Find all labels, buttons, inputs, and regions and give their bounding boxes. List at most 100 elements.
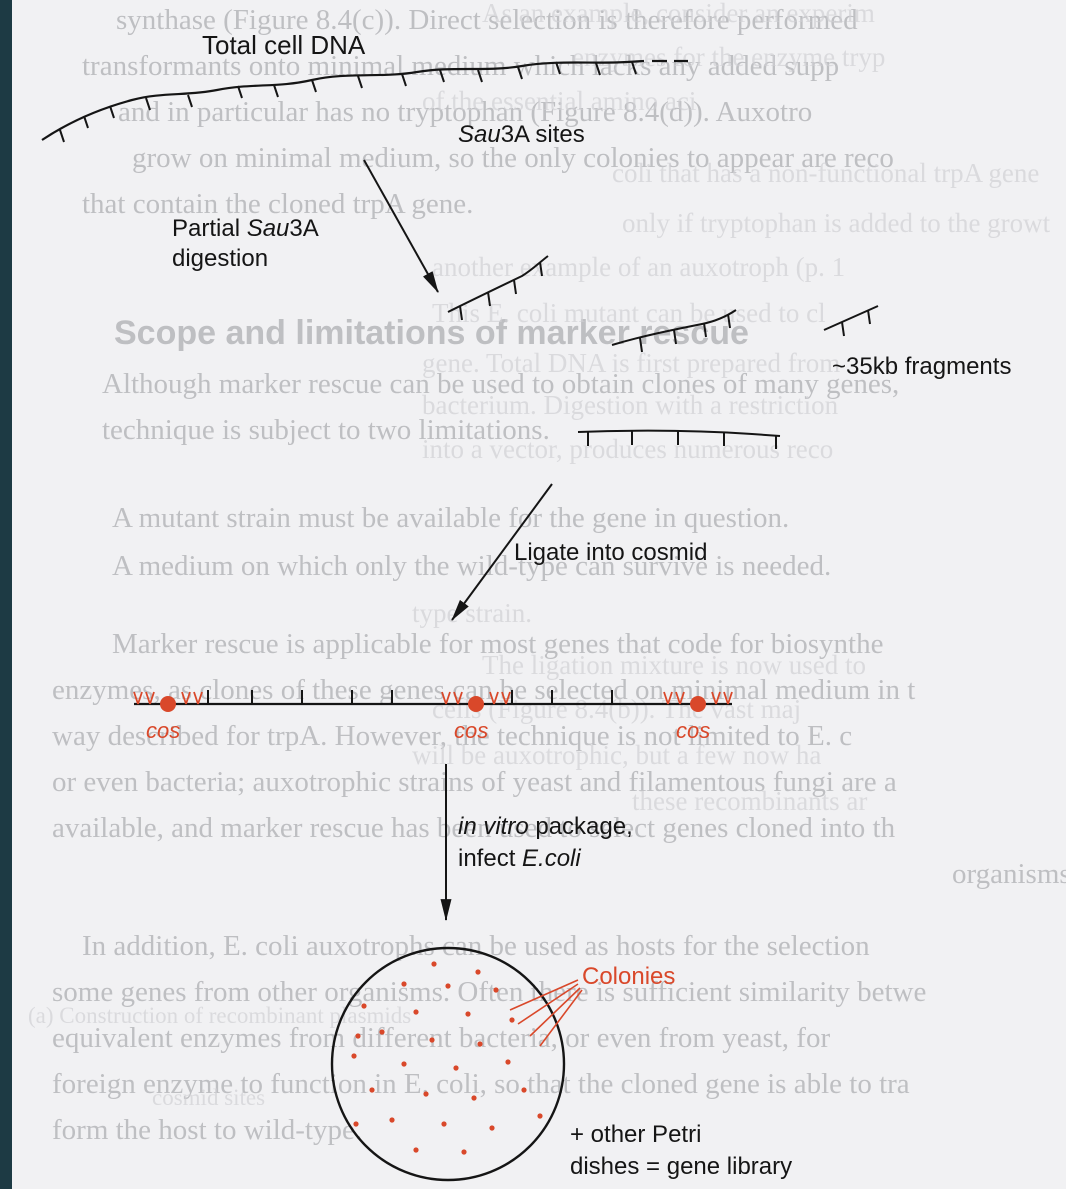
colony-dot [537, 1113, 542, 1118]
label-package-line1: in vitro package, [458, 813, 633, 840]
label-sau3a-sites: Sau3A sites [458, 121, 585, 148]
fragment-tick [704, 323, 706, 337]
cos-end-mark [458, 692, 462, 704]
cosmid-cloning-diagram: Total cell DNA Sau3A sites Partial Sau3A… [12, 0, 1066, 1189]
label-partial-digestion-line2: digestion [172, 245, 268, 272]
cos-end-mark [728, 692, 732, 704]
label-cos-2: cos [454, 718, 488, 743]
colony-dot [379, 1029, 384, 1034]
colony-pointer-lines [510, 980, 582, 1046]
colony-dot [401, 1061, 406, 1066]
cosmid-concatemer [134, 690, 732, 712]
colony-dot [423, 1091, 428, 1096]
sau3a-site-tick [84, 116, 88, 128]
cos-site-dot [160, 696, 176, 712]
cos-end-mark [506, 692, 510, 704]
fragment-tick [842, 322, 844, 336]
colony-dot [471, 1095, 476, 1100]
colony-dot [465, 1011, 470, 1016]
dna-fragments [448, 256, 878, 449]
colony-dot [461, 1149, 466, 1154]
label-fragments: ~35kb fragments [832, 353, 1011, 380]
label-cos-3: cos [676, 718, 710, 743]
sau3a-site-tick [274, 85, 278, 97]
label-library-line2: dishes = gene library [570, 1153, 792, 1180]
colony-dot [521, 1087, 526, 1092]
cos-end-mark [150, 692, 154, 704]
colony-dot [355, 1033, 360, 1038]
cos-end-mark [454, 692, 458, 704]
fragment-tick [868, 310, 870, 324]
label-package-line2: infect E.coli [458, 845, 581, 872]
fragment-tick [674, 330, 676, 344]
sau3a-site-tick [110, 106, 114, 118]
colony-dot [477, 1041, 482, 1046]
sau3a-site-tick [358, 76, 362, 88]
cos-end-mark [668, 692, 672, 704]
fragment-tick [728, 314, 730, 328]
colony-dot [509, 1017, 514, 1022]
cos-end-mark [442, 692, 446, 704]
label-total-cell-dna: Total cell DNA [202, 30, 366, 60]
colony-dot [351, 1053, 356, 1058]
colony-dot [453, 1065, 458, 1070]
cos-end-mark [194, 692, 198, 704]
cos-end-mark [186, 692, 190, 704]
fragment-tick [488, 292, 490, 306]
sau3a-site-tick [60, 130, 64, 142]
cos-end-mark [680, 692, 684, 704]
cos-end-mark [676, 692, 680, 704]
petri-dish [332, 948, 564, 1180]
sau3a-site-tick [188, 95, 192, 107]
colony-dot [493, 987, 498, 992]
colony-dot [429, 1037, 434, 1042]
cos-end-mark [490, 692, 494, 704]
scanned-page: synthase (Figure 8.4(c)). Direct selecti… [12, 0, 1066, 1189]
sau3a-site-tick [478, 70, 482, 82]
colony-dots [351, 961, 542, 1154]
label-library-line1: + other Petri [570, 1121, 701, 1148]
fragment-tick [540, 262, 542, 276]
sau3a-site-tick [632, 62, 636, 74]
sau3a-site-tick [440, 70, 444, 82]
sau3a-site-tick [402, 74, 406, 86]
cos-end-mark [712, 692, 716, 704]
cos-end-mark [502, 692, 506, 704]
sau3a-site-tick [518, 67, 522, 79]
cos-site-dot [690, 696, 706, 712]
colony-dot [401, 981, 406, 986]
colony-dot [475, 969, 480, 974]
cos-end-mark [182, 692, 186, 704]
label-cos-1: cos [146, 718, 180, 743]
arrow-partial-digestion [364, 160, 438, 292]
fragment-tick [460, 306, 462, 320]
cos-end-mark [716, 692, 720, 704]
colony-dot [389, 1117, 394, 1122]
cos-end-mark [198, 692, 202, 704]
colony-dot [413, 1147, 418, 1152]
cos-end-mark [724, 692, 728, 704]
colony-dot [505, 1059, 510, 1064]
label-colonies: Colonies [582, 963, 675, 990]
sau3a-site-tick [146, 98, 150, 110]
colony-dot [353, 1121, 358, 1126]
cos-site-dot [468, 696, 484, 712]
cos-end-mark [446, 692, 450, 704]
fragment-ticks [460, 262, 870, 449]
label-partial-digestion-line1: Partial Sau3A [172, 215, 319, 242]
cos-end-mark [146, 692, 150, 704]
cos-end-mark [664, 692, 668, 704]
colony-dot [489, 1125, 494, 1130]
cos-site-markers [134, 692, 732, 712]
colony-dot [431, 961, 436, 966]
colony-dot [445, 983, 450, 988]
fragment-tick [514, 280, 516, 294]
colony-dot [369, 1087, 374, 1092]
colony-dot [413, 1009, 418, 1014]
colony-dot [441, 1121, 446, 1126]
cos-end-mark [138, 692, 142, 704]
fragment-tick [640, 338, 642, 352]
concatemer-ticks [208, 690, 612, 704]
label-ligate: Ligate into cosmid [514, 539, 707, 566]
